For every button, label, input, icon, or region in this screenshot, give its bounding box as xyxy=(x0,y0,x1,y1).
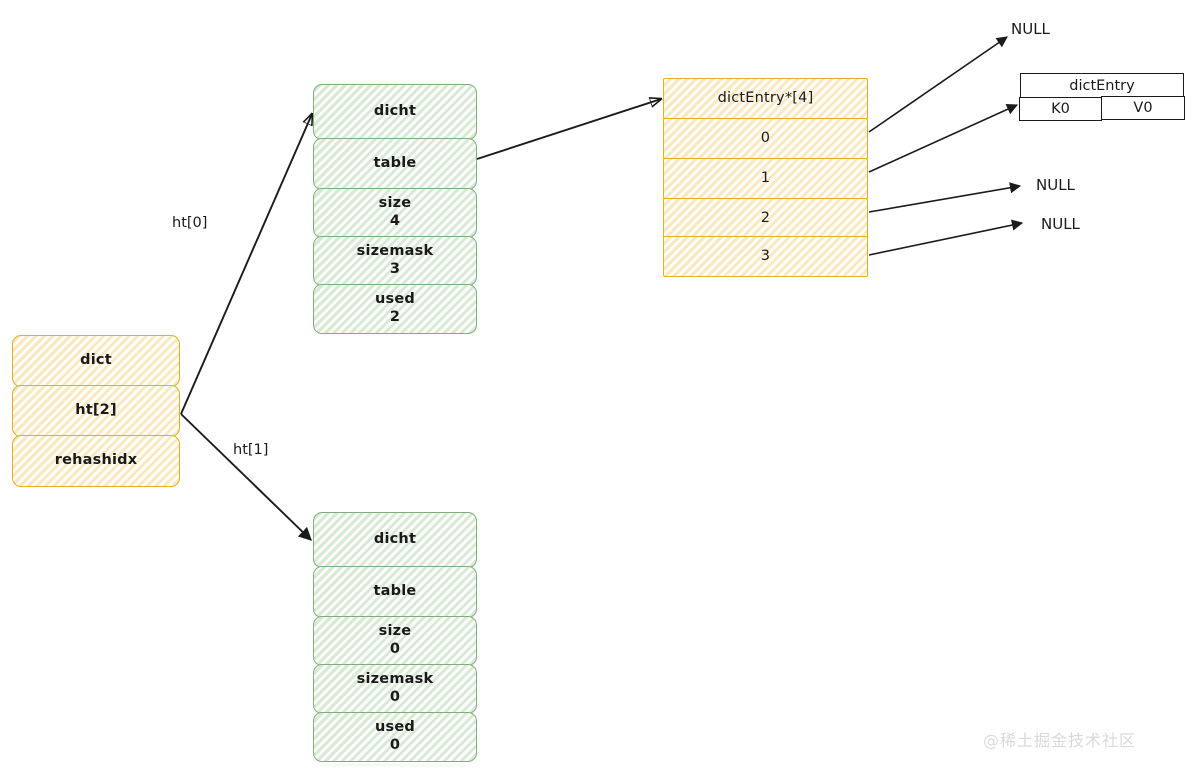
dict-row-rehashidx: rehashidx xyxy=(12,435,180,487)
bucket-slot-0: 0 xyxy=(663,118,868,159)
ht0-struct: dicht table size 4 sizemask 3 used 2 xyxy=(313,84,477,334)
ht1-row-used-value: 0 xyxy=(389,737,401,753)
dict-entry-node: dictEntry K0 V0 xyxy=(1019,73,1185,121)
ht1-row-dicht: dicht xyxy=(313,512,477,568)
ht1-row-size-value: 0 xyxy=(389,641,401,657)
ht1-row-used-label: used xyxy=(375,719,415,736)
dict-row-name: dict xyxy=(12,335,180,387)
null-label-slot2: NULL xyxy=(1036,176,1075,194)
edge-table-to-bucket-array xyxy=(476,99,661,160)
bucket-slot-1-label: 1 xyxy=(760,169,771,186)
edge-slot2-to-null xyxy=(868,182,1022,213)
ht0-row-dicht: dicht xyxy=(313,84,477,140)
edge-slot1-to-dictentry xyxy=(868,104,1019,173)
bucket-slot-3-label: 3 xyxy=(760,247,771,264)
bucket-slot-1: 1 xyxy=(663,158,868,199)
dict-row-ht: ht[2] xyxy=(12,385,180,437)
dict-row-ht-label: ht[2] xyxy=(75,402,117,419)
dict-entry-value-label: V0 xyxy=(1133,100,1153,116)
ht1-struct: dicht table size 0 sizemask 0 used 0 xyxy=(313,512,477,762)
ht1-row-dicht-label: dicht xyxy=(373,531,417,548)
edge-dict-to-ht0 xyxy=(180,114,312,415)
watermark: @稀土掘金技术社区 xyxy=(983,731,1137,750)
edge-label-ht1: ht[1] xyxy=(233,442,269,458)
bucket-slot-3: 3 xyxy=(663,236,868,277)
dict-row-rehashidx-label: rehashidx xyxy=(54,452,138,469)
ht0-row-sizemask-label: sizemask xyxy=(356,243,434,260)
dict-entry-header: dictEntry xyxy=(1020,73,1184,98)
dict-row-name-label: dict xyxy=(80,352,112,369)
ht0-row-used-value: 2 xyxy=(389,309,401,325)
ht0-row-used-label: used xyxy=(375,291,415,308)
ht1-row-size-label: size xyxy=(378,623,412,640)
ht1-row-sizemask: sizemask 0 xyxy=(313,664,477,714)
edge-label-ht0: ht[0] xyxy=(172,215,208,231)
ht0-row-size: size 4 xyxy=(313,188,477,238)
edge-slot0-to-null xyxy=(868,36,1008,133)
ht1-row-table: table xyxy=(313,566,477,618)
dict-entry-header-label: dictEntry xyxy=(1069,77,1135,94)
edge-dict-to-ht1 xyxy=(180,413,312,541)
ht1-row-table-label: table xyxy=(373,583,417,600)
bucket-array: dictEntry*[4] 0 1 2 3 xyxy=(663,78,868,277)
bucket-array-header: dictEntry*[4] xyxy=(663,78,868,119)
ht1-row-sizemask-label: sizemask xyxy=(356,671,434,688)
ht0-row-used: used 2 xyxy=(313,284,477,334)
dict-entry-key-cell: K0 xyxy=(1019,97,1102,121)
ht1-row-sizemask-value: 0 xyxy=(389,689,401,705)
dict-entry-value-cell: V0 xyxy=(1101,96,1185,120)
bucket-slot-2-label: 2 xyxy=(760,209,771,226)
ht0-row-dicht-label: dicht xyxy=(373,103,417,120)
bucket-array-header-label: dictEntry*[4] xyxy=(717,89,814,106)
dict-struct: dict ht[2] rehashidx xyxy=(12,335,180,487)
edge-slot3-to-null xyxy=(868,219,1024,256)
ht0-row-sizemask: sizemask 3 xyxy=(313,236,477,286)
bucket-slot-0-label: 0 xyxy=(760,129,771,146)
ht1-row-used: used 0 xyxy=(313,712,477,762)
ht0-row-size-label: size xyxy=(378,195,412,212)
bucket-slot-2: 2 xyxy=(663,198,868,239)
null-label-slot3: NULL xyxy=(1041,215,1080,233)
ht0-row-table-label: table xyxy=(373,155,417,172)
ht0-row-sizemask-value: 3 xyxy=(389,261,401,277)
dict-entry-key-label: K0 xyxy=(1051,101,1070,117)
ht0-row-size-value: 4 xyxy=(389,213,401,229)
ht1-row-size: size 0 xyxy=(313,616,477,666)
ht0-row-table: table xyxy=(313,138,477,190)
null-label-slot0: NULL xyxy=(1011,20,1050,38)
